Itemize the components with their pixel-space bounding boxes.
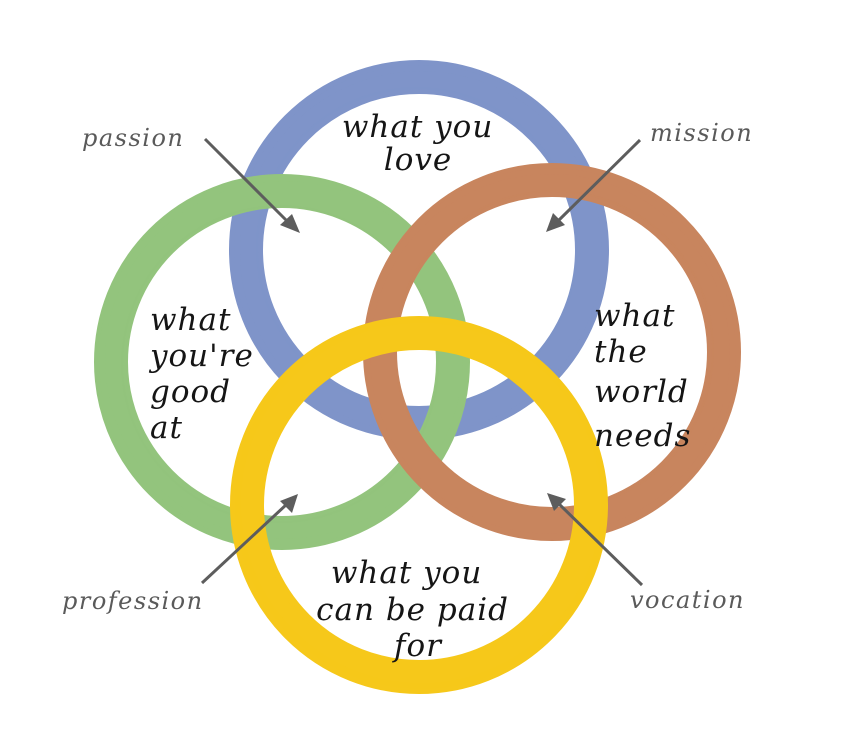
paid-line-1: what you xyxy=(331,555,482,591)
arrow-passion xyxy=(203,137,300,233)
world-line-2: the xyxy=(594,334,648,370)
label-mission: mission xyxy=(650,119,753,147)
text-what-the-world-needs: what the world needs xyxy=(594,298,700,454)
label-vocation: vocation xyxy=(630,586,745,614)
world-line-3: world xyxy=(594,374,689,410)
text-what-you-can-be-paid-for: what you can be paid for xyxy=(316,555,520,664)
label-profession: profession xyxy=(62,587,204,615)
text-what-youre-good-at: what you're good at xyxy=(148,302,265,446)
arrow-vocation xyxy=(547,493,644,587)
world-line-1: what xyxy=(594,298,675,334)
arrow-profession xyxy=(200,494,298,585)
ring-love-hair xyxy=(256,87,578,409)
good-line-1: what xyxy=(150,302,231,338)
ring-paid-brush xyxy=(235,317,607,689)
ring-good xyxy=(94,174,470,550)
paid-line-3: for xyxy=(392,628,443,664)
good-line-3: good xyxy=(150,374,231,410)
ring-paid xyxy=(230,316,608,694)
circle-what-you-can-be-paid-for xyxy=(230,316,608,694)
label-passion: passion xyxy=(82,124,184,152)
love-line-2: love xyxy=(384,142,452,178)
good-line-4: at xyxy=(150,410,183,446)
text-what-you-love: what you love xyxy=(342,109,504,178)
good-line-2: you're xyxy=(148,338,254,374)
arrow-mission xyxy=(546,138,642,232)
ring-good-brush xyxy=(99,175,469,545)
ring-love xyxy=(229,60,609,440)
love-line-1: what you xyxy=(342,109,493,145)
paid-line-2: can be paid xyxy=(316,592,509,628)
ring-good-hair xyxy=(121,205,439,523)
ring-paid-hair xyxy=(257,347,577,667)
circle-what-youre-good-at xyxy=(94,174,470,550)
world-line-4: needs xyxy=(594,418,691,454)
